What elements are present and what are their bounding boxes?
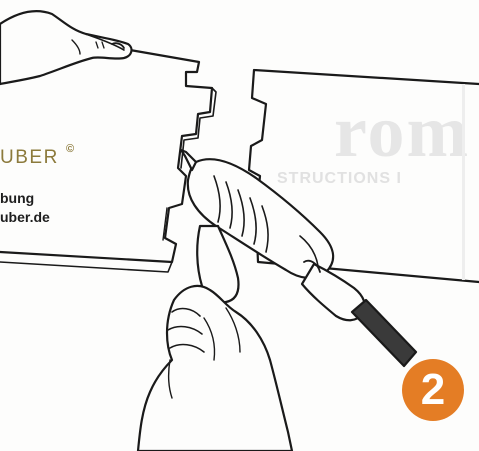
board-description-line-1: bung (0, 190, 35, 206)
copyright-mark: © (66, 143, 75, 155)
board-description-line-2: uber.de (0, 209, 50, 225)
lower-hand (136, 284, 294, 451)
faded-subtitle-text: STRUCTIONS I (277, 170, 402, 187)
upper-hand (0, 10, 133, 86)
brand-logo-text: UBER (0, 147, 59, 168)
faded-title-text: rom (334, 91, 471, 173)
glue-gun-handle (196, 224, 240, 304)
glue-stick (350, 298, 418, 368)
left-board-outline (0, 48, 214, 264)
glue-gun-nozzle (179, 148, 198, 172)
step-number-badge: 2 (402, 359, 464, 421)
